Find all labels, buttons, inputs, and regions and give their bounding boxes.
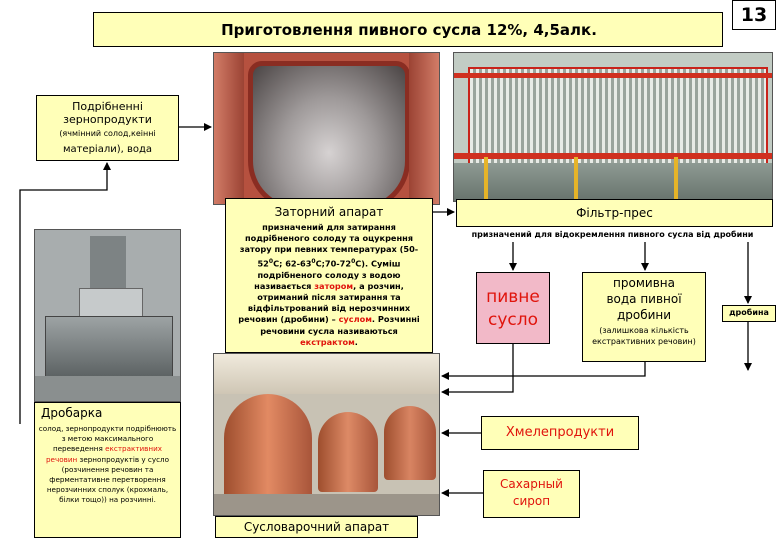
wort-boiler-label: Сусловарочний апарат xyxy=(243,520,390,534)
arrow-wort-to-boiler xyxy=(441,344,514,396)
grain-line-4: матеріали), вода xyxy=(62,144,153,155)
grain-products-box: Подрібненні зернопродукти (ячмінний соло… xyxy=(36,95,179,161)
extract-term: екстрактом xyxy=(300,336,355,347)
washing-line-2: вода пивної xyxy=(606,292,682,306)
filter-press-description: призначений для відокремлення пивного су… xyxy=(471,230,754,239)
slide-number-box: 13 xyxy=(732,0,776,30)
grain-line-3: (ячмінний солод,кеінні xyxy=(59,129,156,138)
grain-line-2: зернопродукти xyxy=(63,113,152,126)
page-title: Приготовлення пивного сусла 12%, 4,5алк. xyxy=(221,21,597,39)
spent-grain-label: дробина xyxy=(729,308,769,317)
crusher-box: Дробарка солод, зернопродукти подрібнюют… xyxy=(34,402,181,538)
spent-grain-box: дробина xyxy=(722,305,776,322)
slide-number: 13 xyxy=(740,4,768,26)
suslom-term: суслом xyxy=(338,314,372,325)
mash-tun-title: Заторний апарат xyxy=(274,205,384,219)
crusher-photo xyxy=(34,229,181,402)
mash-tun-photo xyxy=(213,52,440,205)
crusher-title: Дробарка xyxy=(41,406,103,420)
crusher-description: солод, зернопродукти подрібнюють з метою… xyxy=(38,424,177,505)
filter-press-photo xyxy=(453,52,773,202)
zator-term: затором xyxy=(314,280,354,291)
hops-box: Хмелепродукти xyxy=(481,416,639,450)
wort-line-1: пивне xyxy=(486,287,540,307)
wort-boiler-box: Сусловарочний апарат xyxy=(215,516,418,538)
title-box: Приготовлення пивного сусла 12%, 4,5алк. xyxy=(93,12,723,47)
syrup-box: Сахарный сироп xyxy=(483,470,580,518)
syrup-line-2: сироп xyxy=(512,494,551,508)
hops-label: Хмелепродукти xyxy=(505,425,615,440)
washing-line-3: дробини xyxy=(616,308,672,322)
mash-tun-description: призначений для затирання подрібненого с… xyxy=(238,222,420,347)
grain-line-1: Подрібненні xyxy=(72,100,143,113)
wort-line-2: сусло xyxy=(487,310,539,330)
extract-substances-term: екстрактивних речовин xyxy=(45,444,163,464)
arrow-washing-to-mash xyxy=(441,362,646,380)
syrup-line-1: Сахарный xyxy=(500,477,563,491)
washing-line-1: промивна xyxy=(613,276,675,290)
washing-note: (залишкова кількість екстрактивних речов… xyxy=(592,326,696,346)
wort-box: пивне сусло xyxy=(476,272,550,344)
mash-tun-box: Заторний апарат призначений для затиранн… xyxy=(225,198,433,353)
filter-press-title-box: Фільтр-прес xyxy=(456,199,773,227)
filter-press-title: Фільтр-прес xyxy=(576,206,653,220)
wort-kettle-photo xyxy=(213,353,440,516)
washing-water-box: промивна вода пивної дробини (залишкова … xyxy=(582,272,706,362)
